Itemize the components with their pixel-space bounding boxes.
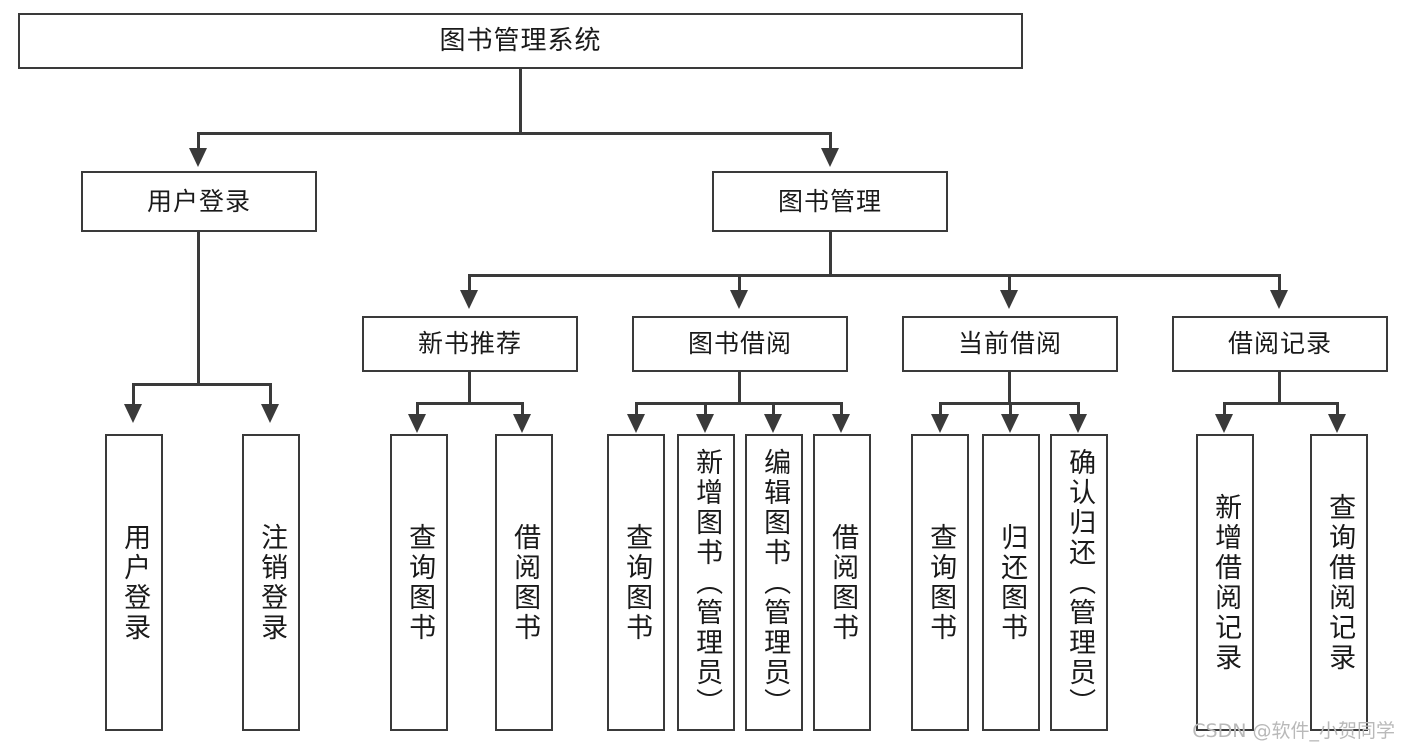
arrowhead-leaf-ul-1: [261, 404, 279, 423]
arrowhead-book-manage: [821, 148, 839, 167]
node-label: 新增图书（管理员）: [691, 447, 723, 718]
node-leaf-cb-query-book[interactable]: 查询图书: [911, 434, 969, 731]
node-book-management[interactable]: 图书管理: [712, 171, 948, 232]
connector-drop-book-manage: [829, 132, 832, 150]
node-label: 查询图书: [404, 522, 436, 643]
connector-drop-leaf-cb-0: [939, 402, 942, 416]
node-leaf-user-login[interactable]: 用户登录: [105, 434, 163, 731]
connector-root-bus: [197, 132, 832, 135]
node-label: 确认归还（管理员）: [1064, 447, 1096, 718]
node-label: 新增借阅记录: [1210, 492, 1242, 673]
arrowhead-l3-3: [1270, 290, 1288, 309]
node-label: 编辑图书（管理员）: [759, 447, 791, 718]
node-leaf-cb-return-book[interactable]: 归还图书: [982, 434, 1040, 731]
connector-drop-leaf-nb-1: [521, 402, 524, 416]
connector-nb-stem: [468, 372, 471, 404]
arrowhead-leaf-br-1: [1328, 414, 1346, 433]
connector-drop-leaf-bb-3: [840, 402, 843, 416]
connector-br-stem: [1278, 372, 1281, 404]
connector-user-login-bus: [132, 383, 271, 386]
node-leaf-br-query-record[interactable]: 查询借阅记录: [1310, 434, 1368, 731]
node-label: 图书管理: [777, 186, 882, 216]
node-label: 查询借阅记录: [1324, 492, 1356, 673]
connector-drop-l3-1: [738, 274, 741, 292]
node-leaf-nb-borrow-book[interactable]: 借阅图书: [495, 434, 553, 731]
node-label: 借阅图书: [827, 522, 859, 643]
arrowhead-leaf-ul-0: [124, 404, 142, 423]
node-leaf-cb-confirm-return[interactable]: 确认归还（管理员）: [1050, 434, 1108, 731]
node-leaf-logout[interactable]: 注销登录: [242, 434, 300, 731]
node-leaf-nb-query-book[interactable]: 查询图书: [390, 434, 448, 731]
node-borrow-record[interactable]: 借阅记录: [1172, 316, 1388, 372]
arrowhead-leaf-bb-1: [696, 414, 714, 433]
connector-bb-bus: [635, 402, 843, 405]
connector-book-manage-stem: [829, 232, 832, 275]
node-book-borrow[interactable]: 图书借阅: [632, 316, 848, 372]
node-new-book-recommend[interactable]: 新书推荐: [362, 316, 578, 372]
connector-drop-l3-3: [1278, 274, 1281, 292]
node-label: 查询图书: [925, 522, 957, 643]
connector-br-bus: [1223, 402, 1339, 405]
connector-drop-l3-0: [468, 274, 471, 292]
connector-drop-l3-2: [1008, 274, 1011, 292]
connector-drop-leaf-bb-2: [772, 402, 775, 416]
connector-drop-leaf-ul-0: [132, 383, 135, 406]
arrowhead-leaf-bb-2: [764, 414, 782, 433]
arrowhead-l3-0: [460, 290, 478, 309]
connector-drop-leaf-br-1: [1336, 402, 1339, 416]
arrowhead-leaf-bb-3: [832, 414, 850, 433]
connector-nb-bus: [416, 402, 524, 405]
node-label: 新书推荐: [417, 329, 522, 359]
node-label: 用户登录: [146, 186, 251, 216]
connector-root-stem: [519, 69, 522, 133]
arrowhead-leaf-bb-0: [627, 414, 645, 433]
node-label: 图书借阅: [687, 329, 792, 359]
node-leaf-bb-borrow-book[interactable]: 借阅图书: [813, 434, 871, 731]
connector-drop-leaf-br-0: [1223, 402, 1226, 416]
connector-bb-stem: [738, 372, 741, 404]
node-label: 归还图书: [996, 522, 1028, 643]
arrowhead-user-login: [189, 148, 207, 167]
arrowhead-leaf-cb-1: [1001, 414, 1019, 433]
node-leaf-bb-add-book[interactable]: 新增图书（管理员）: [677, 434, 735, 731]
node-leaf-br-add-record[interactable]: 新增借阅记录: [1196, 434, 1254, 731]
arrowhead-leaf-cb-2: [1069, 414, 1087, 433]
connector-drop-leaf-cb-1: [1009, 402, 1012, 416]
node-label: 用户登录: [119, 522, 151, 643]
node-user-login[interactable]: 用户登录: [81, 171, 317, 232]
node-label: 注销登录: [256, 522, 288, 643]
arrowhead-leaf-nb-0: [408, 414, 426, 433]
connector-book-manage-bus: [468, 274, 1280, 277]
node-label: 借阅图书: [509, 522, 541, 643]
arrowhead-leaf-nb-1: [513, 414, 531, 433]
node-leaf-bb-edit-book[interactable]: 编辑图书（管理员）: [745, 434, 803, 731]
connector-drop-leaf-nb-0: [416, 402, 419, 416]
connector-drop-leaf-ul-1: [269, 383, 272, 406]
node-current-borrow[interactable]: 当前借阅: [902, 316, 1118, 372]
connector-drop-user-login: [197, 132, 200, 150]
arrowhead-l3-1: [730, 290, 748, 309]
node-label: 借阅记录: [1227, 329, 1332, 359]
connector-drop-leaf-bb-0: [635, 402, 638, 416]
node-label: 当前借阅: [957, 329, 1062, 359]
arrowhead-l3-2: [1000, 290, 1018, 309]
connector-drop-leaf-cb-2: [1077, 402, 1080, 416]
connector-drop-leaf-bb-1: [704, 402, 707, 416]
arrowhead-leaf-br-0: [1215, 414, 1233, 433]
node-leaf-bb-query-book[interactable]: 查询图书: [607, 434, 665, 731]
node-label: 查询图书: [621, 522, 653, 643]
arrowhead-leaf-cb-0: [931, 414, 949, 433]
node-root-system[interactable]: 图书管理系统: [18, 13, 1023, 69]
node-label: 图书管理系统: [439, 25, 602, 56]
connector-user-login-stem: [197, 232, 200, 384]
connector-cb-stem: [1008, 372, 1011, 404]
